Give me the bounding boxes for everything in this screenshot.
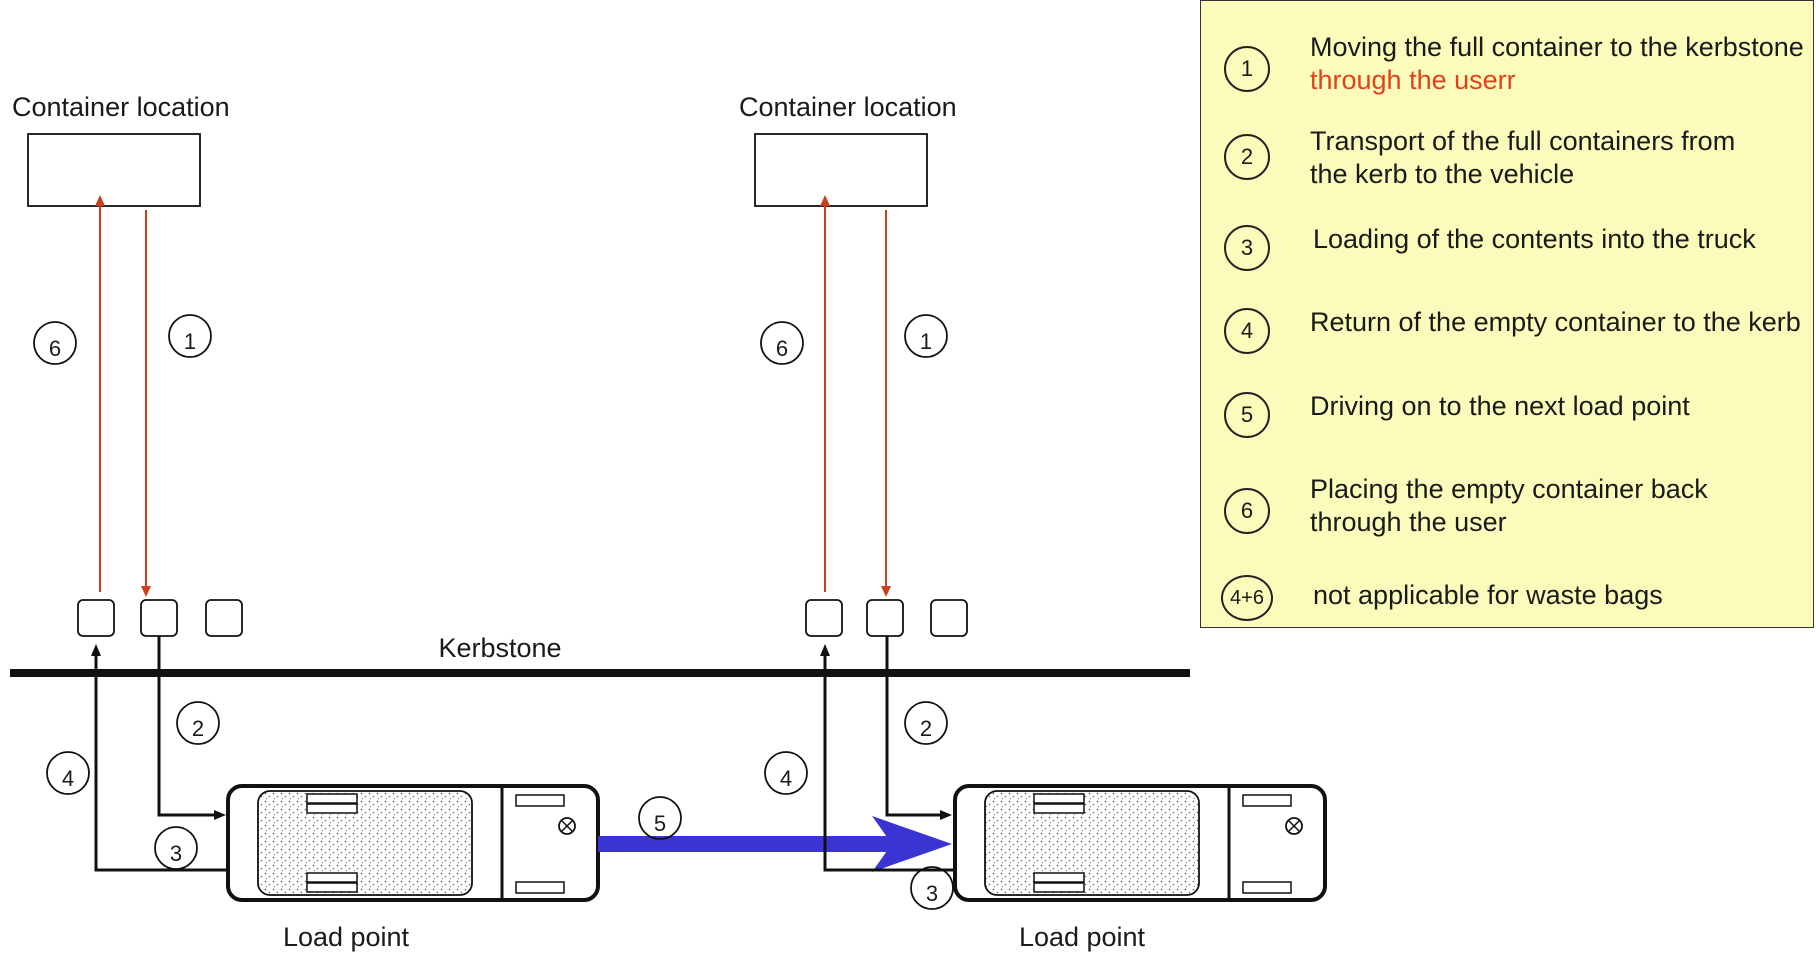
svg-text:5: 5 bbox=[654, 811, 666, 836]
legend-line: the kerb to the vehicle bbox=[1310, 158, 1735, 191]
transport-path-to-vehicle bbox=[159, 636, 222, 815]
step-marker-6: 6 bbox=[761, 322, 803, 364]
kerbstone-label: Kerbstone bbox=[438, 633, 561, 663]
step-marker-1: 1 bbox=[169, 315, 211, 357]
svg-text:2: 2 bbox=[920, 716, 932, 741]
scene-left: Container location 6 1 2 4 3 bbox=[12, 92, 598, 952]
step-marker-3: 3 bbox=[911, 867, 953, 909]
legend-text: Moving the full container to the kerbsto… bbox=[1310, 31, 1804, 97]
bin bbox=[206, 600, 242, 636]
step-marker: 4 bbox=[1224, 308, 1270, 354]
svg-text:4: 4 bbox=[62, 766, 74, 791]
truck bbox=[228, 786, 598, 900]
step-marker-2: 2 bbox=[177, 702, 219, 744]
svg-text:6: 6 bbox=[49, 336, 61, 361]
step-marker: 2 bbox=[1224, 134, 1270, 180]
step-marker-4: 4 bbox=[47, 752, 89, 794]
legend-line: Moving the full container to the kerbsto… bbox=[1310, 32, 1804, 62]
legend-highlight: through the userr bbox=[1310, 64, 1804, 97]
step-marker: 1 bbox=[1224, 46, 1270, 92]
step-marker-2: 2 bbox=[905, 702, 947, 744]
legend-text: Driving on to the next load point bbox=[1310, 390, 1690, 423]
transport-path-to-vehicle bbox=[887, 636, 948, 815]
bin bbox=[141, 600, 177, 636]
legend-line: through the user bbox=[1310, 506, 1708, 539]
container-location-label: Container location bbox=[739, 92, 957, 122]
truck bbox=[955, 786, 1325, 900]
step-marker-1: 1 bbox=[905, 315, 947, 357]
legend-text: Transport of the full containers from th… bbox=[1310, 125, 1735, 191]
legend-line: Placing the empty container back bbox=[1310, 473, 1708, 506]
step-marker-5: 5 bbox=[639, 797, 681, 839]
load-point-label: Load point bbox=[1019, 922, 1146, 952]
step-marker: 4+6 bbox=[1221, 575, 1273, 621]
legend-panel: 1 Moving the full container to the kerbs… bbox=[1200, 0, 1814, 628]
legend-line: Return of the empty container to the ker… bbox=[1310, 307, 1801, 337]
step-marker: 6 bbox=[1224, 488, 1270, 534]
bin bbox=[806, 600, 842, 636]
legend-text: not applicable for waste bags bbox=[1313, 579, 1663, 612]
legend-line: Loading of the contents into the truck bbox=[1313, 224, 1756, 254]
step-marker-6: 6 bbox=[34, 322, 76, 364]
svg-text:6: 6 bbox=[776, 336, 788, 361]
legend-line: not applicable for waste bags bbox=[1313, 580, 1663, 610]
svg-text:3: 3 bbox=[170, 841, 182, 866]
load-point-label: Load point bbox=[283, 922, 410, 952]
step-marker-4: 4 bbox=[765, 752, 807, 794]
container-location-box bbox=[28, 134, 200, 206]
svg-text:1: 1 bbox=[920, 329, 932, 354]
step-marker: 5 bbox=[1224, 392, 1270, 438]
container-location-label: Container location bbox=[12, 92, 230, 122]
legend-line: Driving on to the next load point bbox=[1310, 391, 1690, 421]
legend-text: Loading of the contents into the truck bbox=[1313, 223, 1756, 256]
svg-text:1: 1 bbox=[184, 329, 196, 354]
legend-line: Transport of the full containers from bbox=[1310, 125, 1735, 158]
bin bbox=[931, 600, 967, 636]
legend-text: Placing the empty container back through… bbox=[1310, 473, 1708, 539]
container-location-box bbox=[755, 134, 927, 206]
svg-text:2: 2 bbox=[192, 716, 204, 741]
svg-text:3: 3 bbox=[926, 881, 938, 906]
return-path-to-kerb bbox=[96, 648, 228, 870]
bin bbox=[867, 600, 903, 636]
step-marker: 3 bbox=[1224, 225, 1270, 271]
svg-text:4: 4 bbox=[780, 766, 792, 791]
drive-arrow bbox=[598, 816, 952, 872]
step-marker-3: 3 bbox=[155, 827, 197, 869]
legend-text: Return of the empty container to the ker… bbox=[1310, 306, 1801, 339]
bin bbox=[78, 600, 114, 636]
